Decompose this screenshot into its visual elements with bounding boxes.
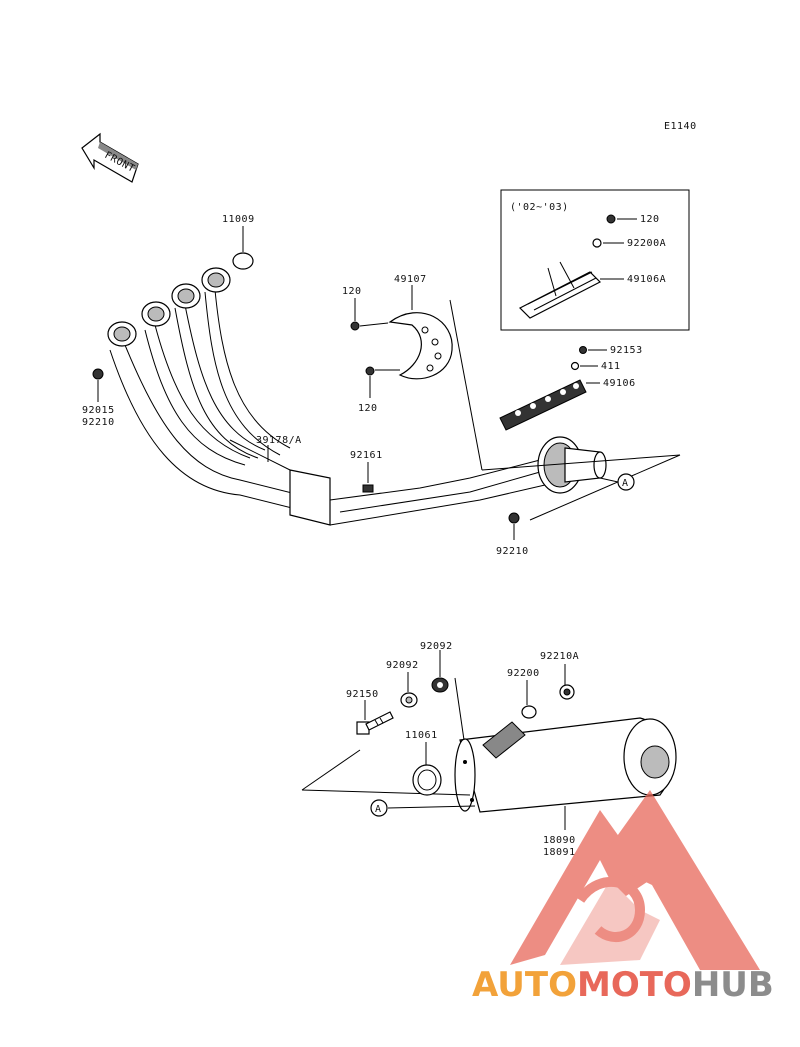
nut-icon bbox=[579, 346, 587, 354]
header-flanges bbox=[107, 267, 231, 347]
bolt-icon bbox=[350, 321, 360, 331]
washer-icon bbox=[570, 361, 580, 371]
label-92210-a: 92210 bbox=[82, 417, 115, 428]
label-11009: 11009 bbox=[222, 214, 255, 225]
label-11061: 11061 bbox=[405, 730, 438, 741]
label-92015: 92015 bbox=[82, 405, 115, 416]
label-18090: 18090 bbox=[543, 835, 576, 846]
label-18091: 18091 bbox=[543, 847, 576, 858]
heat-guard-inset-icon bbox=[518, 261, 602, 319]
label-92200A: 92200A bbox=[627, 238, 666, 249]
flange-nut-icon bbox=[92, 368, 104, 380]
label-92150: 92150 bbox=[346, 689, 379, 700]
damper-icon bbox=[362, 484, 374, 493]
mid-pipe-nut-icon bbox=[508, 512, 520, 524]
label-49106A: 49106A bbox=[627, 274, 666, 285]
nut-icon bbox=[606, 214, 616, 224]
label-120-b: 120 bbox=[358, 403, 378, 414]
heat-guard-49106-icon bbox=[499, 379, 587, 431]
connector-pipe-flange bbox=[537, 436, 607, 494]
silencer-gasket-icon bbox=[412, 764, 442, 796]
washer-icon bbox=[592, 238, 602, 248]
inset-box: ('02~'03) 120 92200A 49106A bbox=[500, 189, 690, 331]
front-arrow-icon: FRONT bbox=[81, 132, 139, 183]
label-411: 411 bbox=[601, 361, 621, 372]
label-92092-b: 92092 bbox=[420, 641, 453, 652]
collector-pipe bbox=[329, 459, 546, 526]
reference-marker-a-lower: A bbox=[370, 799, 476, 817]
label-92200: 92200 bbox=[507, 668, 540, 679]
silencer-muffler bbox=[454, 717, 677, 813]
reference-marker-a: A bbox=[599, 473, 635, 491]
label-120-inset: 120 bbox=[640, 214, 660, 225]
label-92092-a: 92092 bbox=[386, 660, 419, 671]
label-92210A: 92210A bbox=[540, 651, 579, 662]
label-92153: 92153 bbox=[610, 345, 643, 356]
label-120-a: 120 bbox=[342, 286, 362, 297]
label-39178: 39178/A bbox=[256, 435, 302, 446]
bolt-92150-icon bbox=[356, 711, 394, 735]
heat-guard-49107-icon bbox=[388, 312, 453, 380]
watermark-text: AUTOMOTOHUB bbox=[472, 965, 774, 1005]
label-92161: 92161 bbox=[350, 450, 383, 461]
svg-text:A: A bbox=[375, 804, 382, 815]
automotohub-watermark-logo bbox=[510, 790, 760, 970]
label-49107: 49107 bbox=[394, 274, 427, 285]
exhaust-header-pipes bbox=[109, 289, 331, 526]
svg-text:A: A bbox=[622, 478, 629, 489]
label-92210-b: 92210 bbox=[496, 546, 529, 557]
washer-icon bbox=[521, 705, 537, 719]
gasket-icon bbox=[232, 252, 254, 270]
label-49106: 49106 bbox=[603, 378, 636, 389]
diagram-code: E1140 bbox=[664, 121, 697, 132]
bolt-icon bbox=[365, 366, 375, 376]
inset-label: ('02~'03) bbox=[510, 202, 569, 213]
